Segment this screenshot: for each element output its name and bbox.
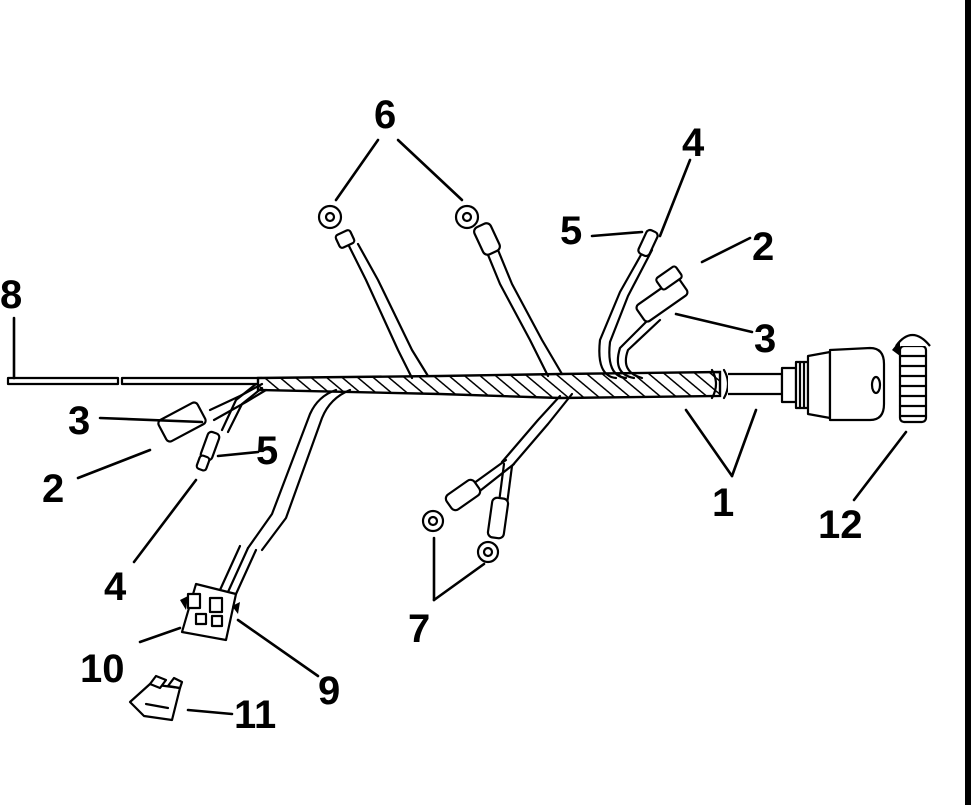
main-harness-trunk [256,368,784,400]
callout-6: 6 [374,93,396,137]
ring-terminal-branch-6 [317,204,564,380]
callout-5-top: 5 [560,209,582,253]
callout-8: 8 [0,273,22,317]
callout-9: 9 [318,669,340,713]
callout-7: 7 [408,607,430,651]
page-border [965,0,971,805]
callout-2-right: 2 [752,225,774,269]
callout-4-top: 4 [682,121,705,165]
ring-terminal-branch-7 [421,392,574,564]
fuse [128,674,184,722]
callout-3-right: 3 [754,317,776,361]
lead-wire-8 [6,376,264,386]
callout-2-left: 2 [42,467,64,511]
callout-11: 11 [234,693,276,737]
callout-1: 1 [712,481,734,525]
callout-3-left: 3 [68,399,90,443]
hose-clamp [892,333,931,424]
terminal-branch-left [157,382,268,472]
terminal-branch-right [598,228,689,380]
callout-labels: 8 6 4 5 2 3 3 5 2 4 1 12 7 10 9 11 [0,93,863,737]
callout-10: 10 [80,647,125,691]
callout-4-left: 4 [104,565,127,609]
leader-lines [12,138,908,716]
callout-12: 12 [818,503,863,547]
callout-5-left: 5 [256,429,278,473]
connector-branch-9-10 [180,388,352,642]
main-connector-plug [780,346,886,422]
